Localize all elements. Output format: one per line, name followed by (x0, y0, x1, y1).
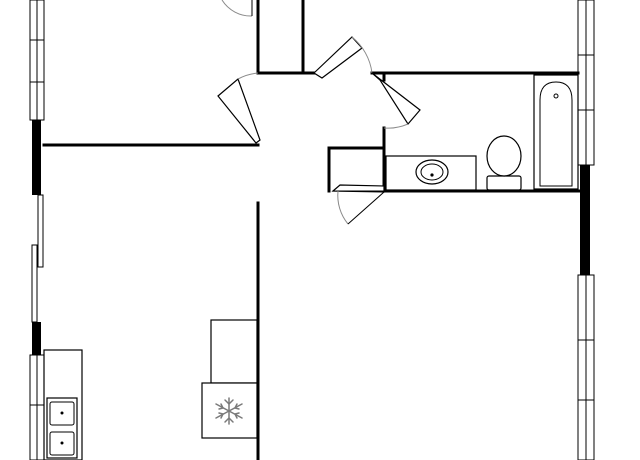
door-swing-top (221, 0, 253, 17)
double-sink (46, 397, 78, 459)
bathroom-fixtures (385, 74, 579, 191)
doors (217, 0, 421, 225)
door-swing-bath (383, 123, 409, 129)
toilet-tank (486, 175, 522, 191)
door-linen (331, 184, 385, 193)
door-bedroom (217, 77, 261, 144)
door-swing-bedroom (237, 72, 259, 80)
bathtub-basin (539, 81, 573, 187)
door-swing-linen (337, 190, 349, 225)
door-bath (371, 72, 421, 126)
door-closet (313, 36, 363, 79)
left-windows (29, 0, 45, 460)
sliding-door-left (31, 194, 44, 323)
kitchen-fixtures (43, 319, 258, 460)
door-swing-closet (351, 36, 373, 74)
toilet-bowl (486, 135, 522, 177)
interior-walls (42, 0, 582, 460)
counter-right (210, 319, 258, 384)
left-wall-solid-upper (32, 120, 41, 195)
right-wall-solid (580, 165, 590, 275)
exterior-walls (32, 120, 590, 355)
right-windows (577, 0, 595, 460)
snowflake-icon (215, 397, 243, 425)
left-wall-solid-lower (32, 322, 41, 355)
